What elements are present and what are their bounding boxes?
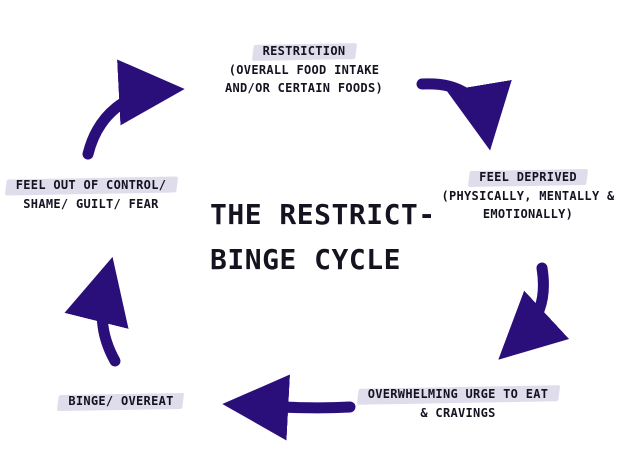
step-detail-restriction-line1: (overall Food Intake <box>228 62 380 77</box>
diagram-title: The Restrict- Binge Cycle <box>210 193 436 283</box>
step-label-urge-to-eat: Overwhelming Urge to Eat <box>358 386 559 403</box>
step-binge-overeat: Binge/ Overeat <box>33 391 209 410</box>
step-out-of-control: Feel Out of Control/ Shame/ Guilt/ Fear <box>2 175 180 212</box>
arrow-urge-to-binge <box>222 374 356 441</box>
arrow-control-to-restriction <box>82 59 185 160</box>
step-label-feel-deprived: Feel Deprived <box>469 169 587 186</box>
step-urge-to-eat: Overwhelming Urge to Eat & Cravings <box>356 384 560 421</box>
step-detail-out-of-control: Shame/ Guilt/ Fear <box>23 196 159 211</box>
arrow-restriction-to-deprived <box>416 78 512 151</box>
step-detail-feel-deprived-line1: (Physically, Mentally & <box>441 188 615 203</box>
step-label-binge-overeat: Binge/ Overeat <box>58 393 183 410</box>
step-detail-urge-to-eat: & Cravings <box>420 405 496 420</box>
step-restriction: Restriction (overall Food Intake and/or … <box>205 41 403 95</box>
title-line-2: Binge Cycle <box>210 242 401 276</box>
arrow-deprived-to-urge <box>498 262 570 360</box>
step-label-restriction: Restriction <box>253 43 356 60</box>
step-label-out-of-control: Feel Out of Control/ <box>6 177 177 194</box>
title-line-1: The Restrict- <box>210 198 436 231</box>
step-detail-feel-deprived-line2: Emotionally) <box>482 206 574 221</box>
step-feel-deprived: Feel Deprived (Physically, Mentally & Em… <box>440 167 616 221</box>
arrow-binge-to-control <box>64 256 129 367</box>
step-detail-restriction-line2: and/or Certain Foods) <box>224 80 384 95</box>
